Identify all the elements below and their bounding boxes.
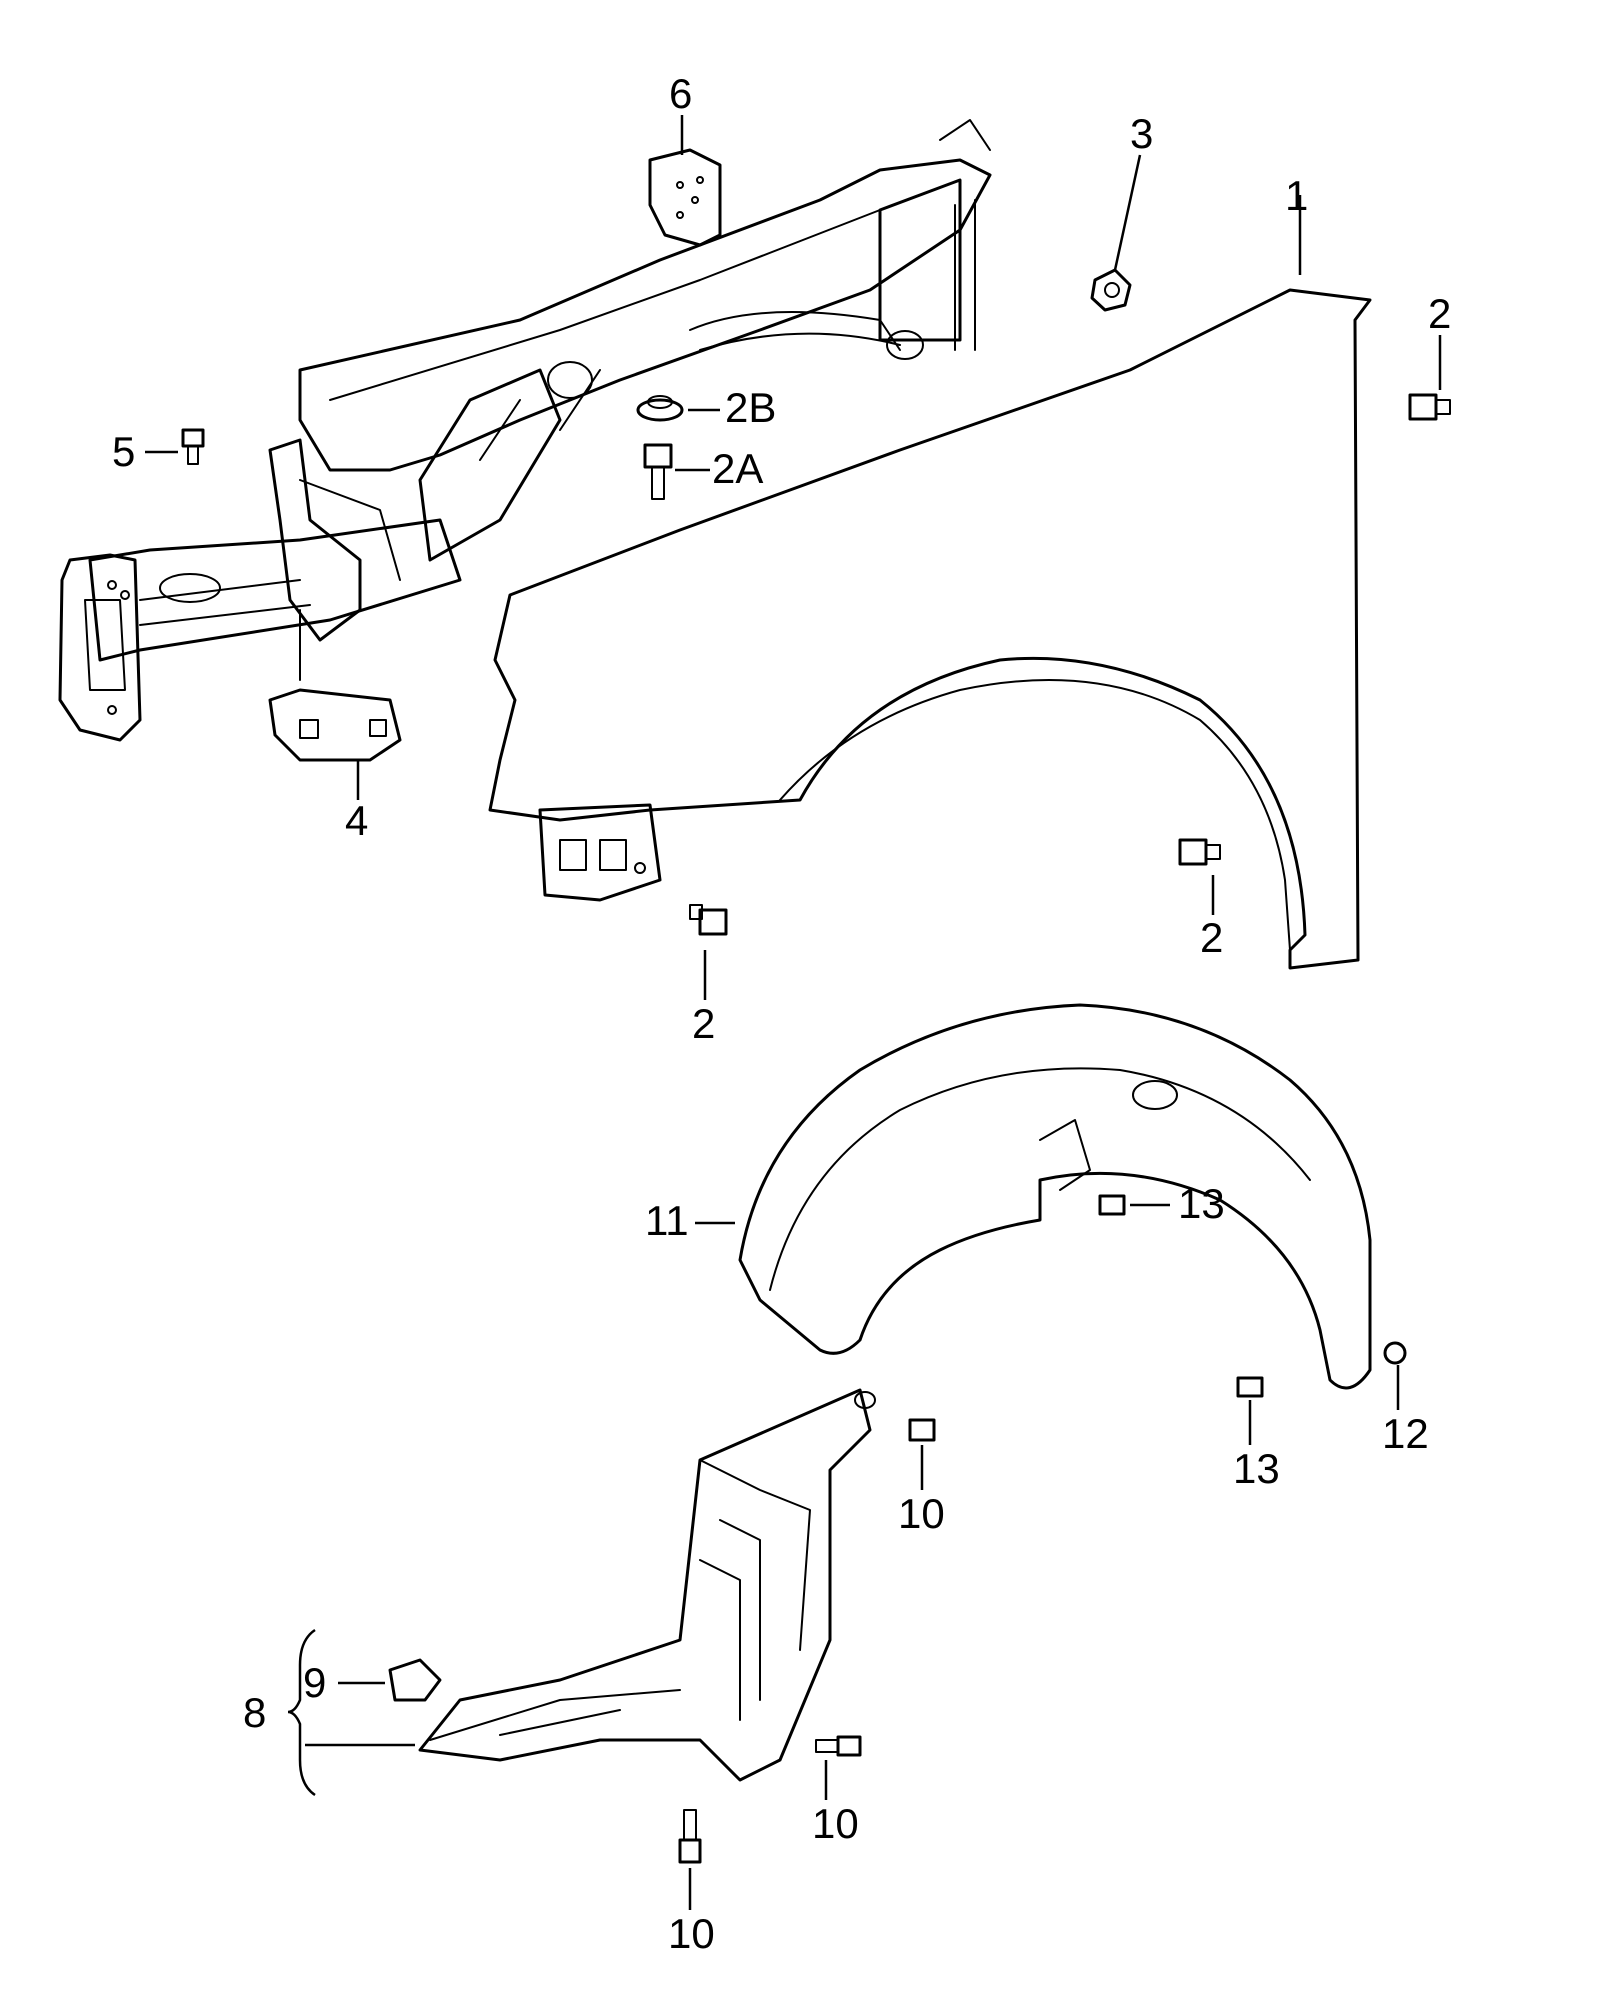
callout-8: 8 — [243, 1689, 266, 1736]
fasteners — [181, 268, 1451, 1864]
callout-labels: 1 2 3 6 2B 2A 5 4 2 2 11 13 13 12 10 10 … — [112, 70, 1451, 1957]
screw-13-upper — [1098, 1194, 1126, 1216]
fender-part-1 — [488, 288, 1372, 970]
callout-13-upper: 13 — [1178, 1180, 1225, 1227]
callout-4: 4 — [345, 797, 368, 844]
bolt-2a — [643, 443, 673, 500]
callout-12: 12 — [1382, 1410, 1429, 1457]
callout-10-upper: 10 — [898, 1490, 945, 1537]
nut-3 — [1090, 268, 1132, 312]
callout-10-middle: 10 — [812, 1800, 859, 1847]
part-4-bracket — [268, 688, 402, 762]
callout-2-front: 2 — [692, 1000, 715, 1047]
callout-5: 5 — [112, 428, 135, 475]
callout-11: 11 — [645, 1197, 689, 1244]
screw-10-upper — [908, 1418, 936, 1442]
callout-6: 6 — [669, 70, 692, 117]
screw-5 — [181, 428, 205, 465]
front-structure — [58, 119, 992, 742]
screw-10-middle — [815, 1735, 862, 1757]
callout-2b: 2B — [725, 384, 776, 431]
screw-10-lower — [678, 1809, 702, 1864]
callout-9: 9 — [303, 1659, 326, 1706]
screw-2-front — [689, 904, 728, 936]
wheelhouse-liner-part-8 — [418, 1388, 876, 1782]
screw-2-rear — [1178, 838, 1221, 866]
callout-2a: 2A — [712, 445, 763, 492]
leader-lines — [145, 115, 1442, 1910]
callout-2-rear: 2 — [1200, 914, 1223, 961]
part-6-bracket — [648, 148, 722, 247]
callout-3: 3 — [1130, 110, 1153, 157]
clip-nut-9 — [388, 1658, 442, 1702]
clip-2b — [636, 395, 684, 422]
clip-12 — [1383, 1341, 1407, 1365]
callout-2-top-right: 2 — [1428, 290, 1451, 337]
screw-13-lower — [1236, 1376, 1264, 1398]
callout-10-lower: 10 — [668, 1910, 715, 1957]
wheelhouse-liner-part-11 — [738, 1003, 1372, 1390]
screw-2-top — [1408, 393, 1451, 421]
callout-13-lower: 13 — [1233, 1445, 1280, 1492]
callout-1: 1 — [1285, 172, 1308, 219]
